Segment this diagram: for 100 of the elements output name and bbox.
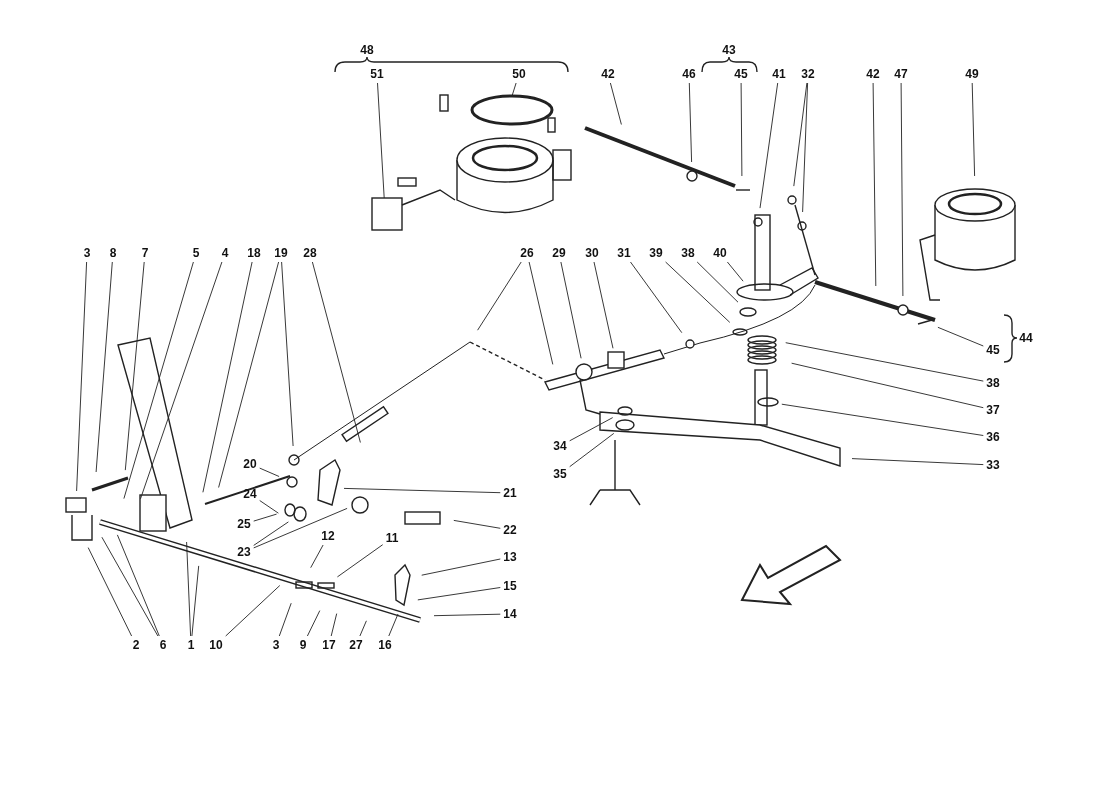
leader-line [421,558,501,576]
leader-line [377,82,385,199]
callout-number: 27 [348,638,364,652]
callout-number: 35 [552,467,568,481]
callout-number: 36 [985,430,1001,444]
callout-number: 7 [140,246,150,260]
callout-number: 23 [236,545,252,559]
leader-line [477,261,522,331]
leader-line [343,487,501,494]
callout-number: 26 [519,246,535,260]
leader-line [253,521,289,546]
callout-number: 38 [985,376,1001,390]
leader-line [278,602,292,637]
leader-line [359,620,367,637]
leader-line [417,587,501,601]
leader-line [259,500,279,514]
leader-line [569,417,614,442]
leader-line [116,534,160,637]
leader-line [726,261,744,282]
leader-line [785,342,984,382]
leader-line [740,82,743,177]
callout-number: 15 [502,579,518,593]
leader-line [101,536,159,637]
callout-number: 19 [273,246,289,260]
leader-line [330,613,338,637]
leader-line [569,432,615,468]
callout-number: 22 [502,523,518,537]
callout-number: 29 [551,246,567,260]
leader-line [793,82,808,187]
leader-line [433,613,501,617]
callout-number: 51 [369,67,385,81]
callout-number: 6 [158,638,168,652]
leader-line [253,513,278,522]
callout-number: 16 [377,638,393,652]
leader-line [191,565,200,637]
callout-number: 8 [108,246,118,260]
leader-line [759,82,779,209]
leader-line [696,261,739,303]
leader-line [123,261,194,500]
callout-number: 49 [964,67,980,81]
callout-number: 9 [298,638,308,652]
leader-line [95,261,113,473]
leader-line [253,507,348,549]
callout-number: 43 [721,43,737,57]
leader-line [851,458,984,466]
leader-line [186,541,192,637]
callout-number: 28 [302,246,318,260]
leader-line [336,544,384,578]
leader-line [140,261,223,500]
callout-number: 44 [1018,331,1034,345]
leader-line [872,82,877,287]
leader-line [781,403,984,436]
leader-line [202,261,253,493]
leader-line [124,261,145,471]
callout-number: 13 [502,550,518,564]
callout-number: 46 [681,67,697,81]
leader-line [900,82,904,297]
leader-line [665,261,731,323]
leader-line [971,82,976,177]
callout-number: 3 [271,638,281,652]
leader-line [802,82,809,213]
callout-number: 25 [236,517,252,531]
callout-number: 21 [502,486,518,500]
callout-number: 20 [242,457,258,471]
callout-number: 48 [359,43,375,57]
leader-line [310,544,324,569]
leader-line [511,82,517,97]
callout-number: 39 [648,246,664,260]
leader-line [311,261,361,443]
leader-line [281,261,294,447]
callout-number: 14 [502,607,518,621]
callout-number: 11 [384,531,400,545]
callout-number: 33 [985,458,1001,472]
callout-number: 41 [771,67,787,81]
leader-line [259,467,280,477]
callout-number: 45 [733,67,749,81]
leader-line [306,610,321,637]
callout-number: 17 [321,638,337,652]
callout-number: 45 [985,343,1001,357]
callout-number: 34 [552,439,568,453]
leader-line [560,261,582,359]
leader-line [87,547,133,637]
callout-number: 18 [246,246,262,260]
callout-number: 42 [600,67,616,81]
leader-line [453,519,501,529]
leader-line [76,261,88,492]
callout-number: 3 [82,246,92,260]
callout-number: 2 [131,638,141,652]
leader-line [593,261,614,349]
leader-line [791,362,984,409]
callout-number: 30 [584,246,600,260]
leader-line [225,585,281,637]
leader-line [688,82,693,163]
callout-number: 31 [616,246,632,260]
callout-number: 40 [712,246,728,260]
leader-line [528,261,554,365]
callout-number: 4 [220,246,230,260]
callout-number: 38 [680,246,696,260]
callout-number: 5 [191,246,201,260]
callout-number: 47 [893,67,909,81]
